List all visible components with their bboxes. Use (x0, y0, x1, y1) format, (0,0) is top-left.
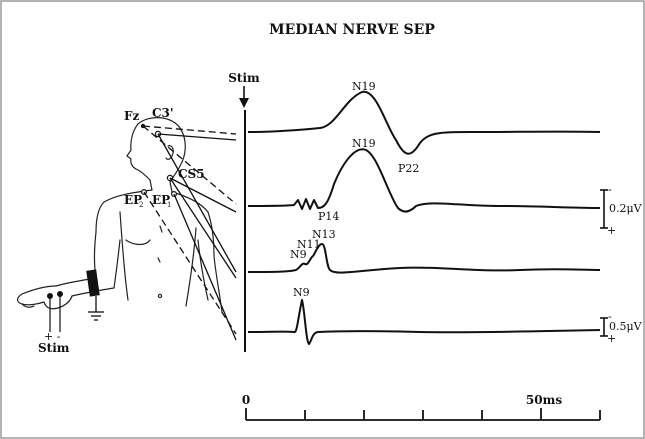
arm-polarity-label: + - (44, 330, 61, 343)
shoulder-line (95, 189, 153, 233)
face-outline (126, 123, 151, 181)
lead-cs5-trace2 (169, 177, 237, 213)
chest-detail (125, 225, 163, 263)
lead-c3-trace1 (157, 133, 237, 141)
lead-ep2-trace4 (143, 191, 237, 335)
lead-ep1-trace4 (173, 193, 237, 341)
time-axis-end-label: 50ms (526, 393, 562, 407)
finger-detail (21, 303, 35, 308)
peak-label-trace4-n9: N9 (293, 286, 310, 299)
navel (157, 293, 163, 299)
ep1-label: EP (152, 193, 170, 207)
ep2-label: EP (124, 193, 142, 207)
fz-label: Fz (124, 109, 140, 123)
scale-bar-0-2uv-plus: + (607, 224, 616, 237)
right-arm-outline (197, 239, 223, 313)
electrode-lead-lines (142, 125, 237, 341)
trace-4-n9 (247, 299, 601, 345)
ground-icon (88, 296, 104, 321)
right-shoulder (171, 191, 215, 257)
stim-marker-label: Stim (228, 71, 260, 85)
time-axis-start-label: 0 (242, 393, 250, 407)
time-axis (245, 408, 601, 421)
ear-outline (165, 145, 174, 160)
arm-electrode-band (86, 269, 100, 297)
ep2-subscript: 2 (139, 201, 143, 209)
left-hand-outline (16, 285, 73, 310)
wrist-stim-electrodes (46, 291, 63, 332)
c3-label: C3' (152, 106, 174, 120)
scale-bar-0-5uv-minus: - (608, 310, 612, 323)
stim-arrow-icon (239, 86, 249, 108)
scale-bar-0-2uv (600, 189, 608, 229)
trace-2-cs5 (247, 148, 601, 213)
lead-c3-trace3 (157, 133, 237, 273)
torso-side (119, 211, 197, 307)
trace-3-ep (247, 243, 601, 274)
lead-fz-trace1 (142, 125, 237, 135)
peak-label-trace1-n19: N19 (352, 80, 376, 93)
peak-label-trace1-p22: P22 (398, 162, 419, 175)
lead-fz-trace2 (142, 125, 237, 205)
scale-bar-0-5uv-value: 0.5μV (609, 320, 643, 333)
peak-label-trace3-n13: N13 (312, 228, 336, 241)
peak-label-trace2-p14: P14 (318, 210, 339, 223)
ep1-subscript: 1 (167, 201, 171, 209)
scale-bar-0-5uv-plus: + (607, 332, 616, 345)
lead-cs5-trace3 (169, 177, 237, 279)
human-figure-illustration (16, 117, 223, 313)
head-outline (137, 117, 186, 183)
peak-label-trace2-n19: N19 (352, 137, 376, 150)
peak-label-trace3-n9: N9 (290, 248, 307, 261)
neck-outline (149, 179, 173, 193)
sep-traces (247, 90, 601, 345)
peak-label-trace3-n11: N11 (297, 238, 321, 251)
cs5-label: CS5 (178, 167, 205, 181)
figure-title: MEDIAN NERVE SEP (269, 22, 435, 38)
arm-stim-label: Stim (38, 341, 70, 355)
scale-bar-0-2uv-minus: - (608, 183, 612, 196)
trace-1-cortical (247, 90, 601, 155)
left-arm-upper (55, 231, 121, 297)
scale-bar-0-2uv-value: 0.2μV (609, 202, 643, 215)
scale-bar-0-5uv (600, 317, 608, 337)
